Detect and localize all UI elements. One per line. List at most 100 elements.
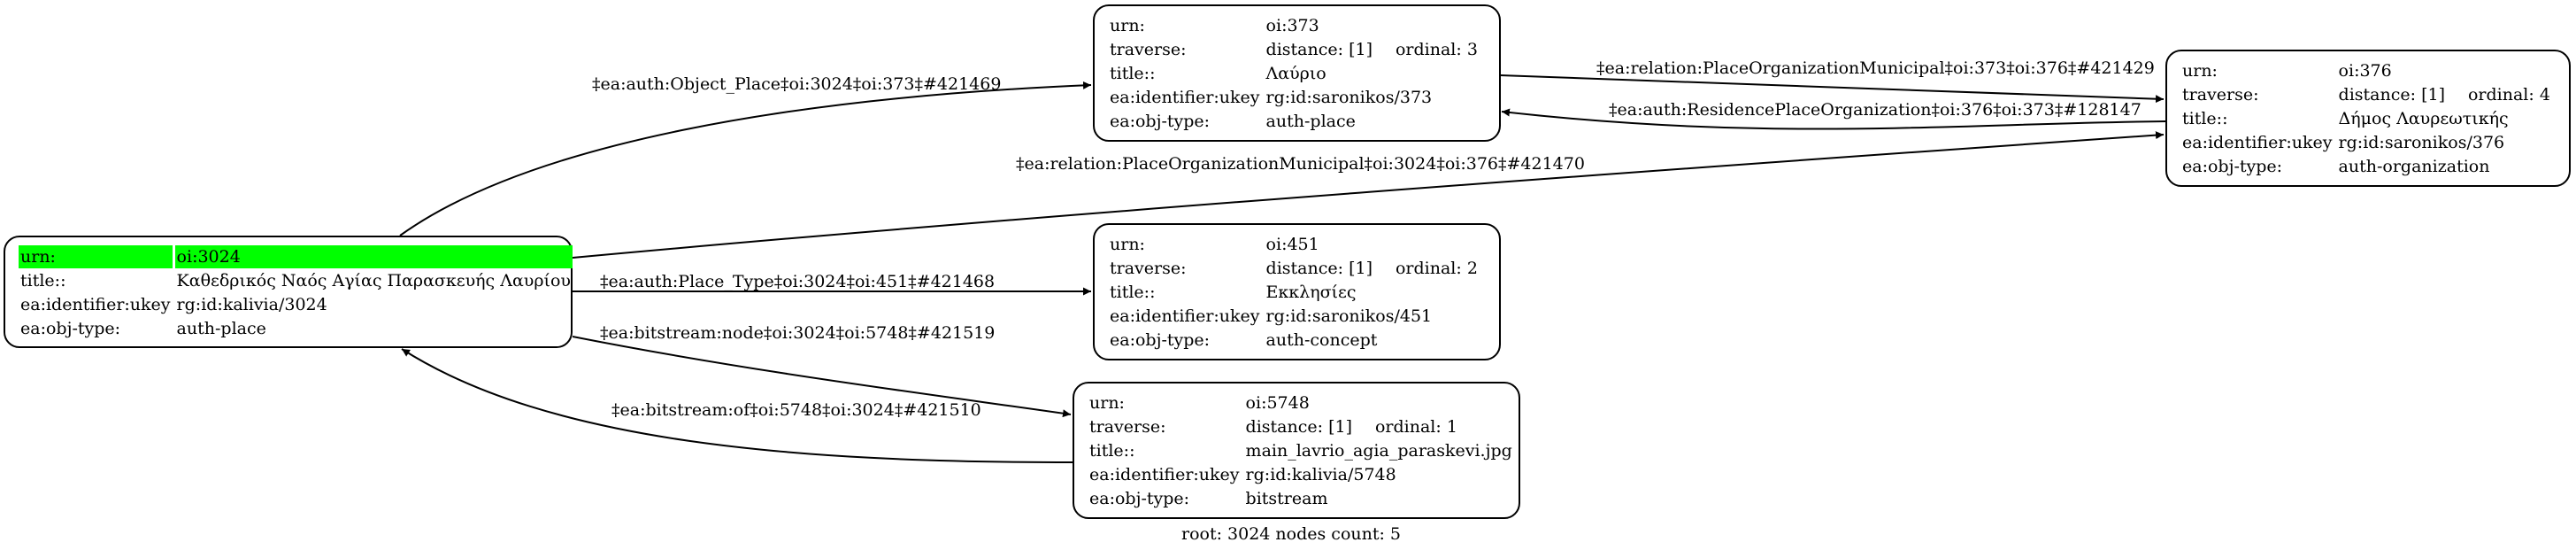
- row-key: ea:identifier:ukey: [2182, 133, 2333, 152]
- distance-value: distance: [1]: [2338, 85, 2445, 105]
- edge-3024-373[interactable]: [399, 81, 1092, 236]
- row-value: Δήμος Λαυρεωτικής: [2338, 109, 2509, 128]
- edge-3024-376[interactable]: [572, 131, 2165, 259]
- node-table: urn: oi:376 traverse: distance: [1]ordinal…: [2178, 58, 2555, 179]
- edge-label-373-376: ‡ea:relation:PlaceOrganizationMunicipal‡…: [1596, 58, 2155, 78]
- row-value: rg:id:saronikos/451: [1265, 306, 1433, 326]
- node-row-title: title:: Καθεδρικός Ναός Αγίας Παρασκευής…: [19, 269, 573, 292]
- node-row-ukey: ea:identifier:ukey rg:id:kalivia/5748: [1088, 463, 1514, 486]
- node-oi-373[interactable]: urn: oi:373 traverse: distance: [1] ordinal…: [1093, 4, 1501, 142]
- node-oi-3024[interactable]: urn: oi:3024 title:: Καθεδρικός Ναός Αγί…: [4, 236, 573, 348]
- ordinal-value: ordinal: 2: [1395, 259, 1478, 278]
- edge-3024-5748[interactable]: [572, 336, 1072, 418]
- edge-5748-3024[interactable]: [401, 348, 1073, 463]
- node-table: urn: oi:3024 title:: Καθεδρικός Ναός Αγί…: [16, 244, 575, 341]
- row-value: bitstream: [1245, 489, 1328, 508]
- row-value: Εκκλησίες: [1265, 283, 1357, 302]
- node-row-urn: urn: oi:373: [1108, 14, 1480, 37]
- row-key: ea:identifier:ukey: [20, 295, 171, 314]
- row-value: distance: [1]ordinal: 4: [2337, 83, 2552, 106]
- node-row-obj-type: ea:obj-type: auth-place: [19, 317, 573, 340]
- row-key: traverse:: [2182, 85, 2259, 105]
- row-key: ea:identifier:ukey: [1089, 465, 1240, 484]
- node-oi-376[interactable]: urn: oi:376 traverse: distance: [1]ordinal…: [2165, 50, 2571, 187]
- node-table: urn: oi:373 traverse: distance: [1] ordinal…: [1105, 13, 1482, 134]
- distance-value: distance: [1]: [1265, 259, 1373, 278]
- row-key: title::: [1089, 441, 1135, 461]
- row-key: title::: [1110, 283, 1156, 302]
- ordinal-value: ordinal: 1: [1374, 417, 1457, 437]
- node-row-obj-type: ea:obj-type: auth-concept: [1108, 329, 1480, 352]
- row-value: oi:5748: [1245, 393, 1310, 413]
- row-key: ea:obj-type:: [1110, 112, 1211, 131]
- node-row-urn: urn: oi:376: [2180, 59, 2552, 82]
- row-value: main_lavrio_agia_paraskevi.jpg: [1245, 441, 1512, 461]
- edge-label-3024-373: ‡ea:auth:Object_Place‡oi:3024‡oi:373‡#42…: [592, 74, 1002, 94]
- edge-label-376-373: ‡ea:auth:ResidencePlaceOrganization‡oi:3…: [1609, 100, 2142, 120]
- ordinal-value: ordinal: 3: [1395, 40, 1478, 59]
- row-value: rg:id:kalivia/3024: [176, 295, 327, 314]
- node-row-title: title::main_lavrio_agia_paraskevi.jpg: [1088, 439, 1514, 462]
- row-value: distance: [1] ordinal: 3: [1265, 38, 1480, 61]
- row-key: ea:obj-type:: [1110, 330, 1211, 350]
- row-key: urn:: [1110, 235, 1145, 254]
- row-key: urn:: [1110, 16, 1145, 35]
- node-row-obj-type: ea:obj-type: auth-organization: [2180, 155, 2552, 178]
- row-value: auth-place: [176, 319, 266, 338]
- row-key: traverse:: [1110, 40, 1187, 59]
- row-key: traverse:: [1110, 259, 1187, 278]
- node-row-ukey: ea:identifier:ukey rg:id:kalivia/3024: [19, 293, 573, 316]
- edge-label-3024-451: ‡ea:auth:Place_Type‡oi:3024‡oi:451‡#4214…: [600, 272, 996, 291]
- row-value: auth-concept: [1265, 330, 1378, 350]
- row-value: rg:id:saronikos/376: [2338, 133, 2505, 152]
- distance-value: distance: [1]: [1245, 417, 1352, 437]
- row-value: Λαύριο: [1265, 64, 1326, 83]
- node-row-traverse: traverse: distance: [1]ordinal: 4: [2180, 83, 2552, 106]
- edge-373-376[interactable]: [1499, 74, 2165, 104]
- node-oi-5748[interactable]: urn:oi:5748 traverse:distance: [1]ordina…: [1073, 382, 1520, 519]
- node-row-traverse: traverse: distance: [1] ordinal: 3: [1108, 38, 1480, 61]
- edge-label-3024-5748: ‡ea:bitstream:node‡oi:3024‡oi:5748‡#4215…: [600, 323, 996, 343]
- row-key: title::: [20, 271, 66, 290]
- row-key: title::: [2182, 109, 2228, 128]
- row-value: rg:id:kalivia/5748: [1245, 465, 1396, 484]
- node-row-ukey: ea:identifier:ukey rg:id:saronikos/373: [1108, 86, 1480, 109]
- node-oi-451[interactable]: urn: oi:451 traverse: distance: [1] ordinal…: [1093, 223, 1501, 360]
- edge-376-373[interactable]: [1501, 108, 2166, 130]
- row-value: Καθεδρικός Ναός Αγίας Παρασκευής Λαυρίου: [176, 271, 571, 290]
- node-row-title: title::Εκκλησίες: [1108, 281, 1480, 304]
- node-row-title: title::Δήμος Λαυρεωτικής: [2180, 107, 2552, 130]
- row-key: title::: [1110, 64, 1156, 83]
- node-row-traverse: traverse:distance: [1]ordinal: 1: [1088, 415, 1514, 438]
- row-value: oi:3024: [174, 245, 573, 268]
- row-key: ea:obj-type:: [2182, 157, 2283, 176]
- row-key: ea:identifier:ukey: [1110, 306, 1260, 326]
- row-value: oi:376: [2338, 61, 2392, 81]
- node-row-urn: urn: oi:451: [1108, 233, 1480, 256]
- row-value: auth-organization: [2338, 157, 2490, 176]
- row-value: oi:451: [1265, 235, 1319, 254]
- edge-label-5748-3024: ‡ea:bitstream:of‡oi:5748‡oi:3024‡#421510: [611, 400, 981, 420]
- node-row-obj-type: ea:obj-type: bitstream: [1088, 487, 1514, 510]
- row-value: oi:373: [1265, 16, 1319, 35]
- node-row-urn: urn: oi:5748: [1088, 391, 1514, 414]
- node-table: urn:oi:5748 traverse:distance: [1]ordina…: [1085, 391, 1517, 511]
- node-row-traverse: traverse: distance: [1] ordinal: 2: [1108, 257, 1480, 280]
- node-row-title: title::Λαύριο: [1108, 62, 1480, 85]
- row-key: ea:obj-type:: [1089, 489, 1190, 508]
- row-value: rg:id:saronikos/373: [1265, 88, 1433, 107]
- row-key: urn:: [2182, 61, 2218, 81]
- node-row-urn: urn: oi:3024: [19, 245, 573, 268]
- node-row-ukey: ea:identifier:ukey rg:id:saronikos/376: [2180, 131, 2552, 154]
- node-table: urn: oi:451 traverse: distance: [1] ordinal…: [1105, 232, 1482, 352]
- row-key: ea:obj-type:: [20, 319, 121, 338]
- row-value: auth-place: [1265, 112, 1356, 131]
- row-key: urn:: [19, 245, 173, 268]
- row-key: urn:: [1089, 393, 1125, 413]
- row-value: distance: [1] ordinal: 1: [1244, 415, 1514, 438]
- row-key: ea:identifier:ukey: [1110, 88, 1260, 107]
- node-row-obj-type: ea:obj-type: auth-place: [1108, 110, 1480, 133]
- distance-value: distance: [1]: [1265, 40, 1373, 59]
